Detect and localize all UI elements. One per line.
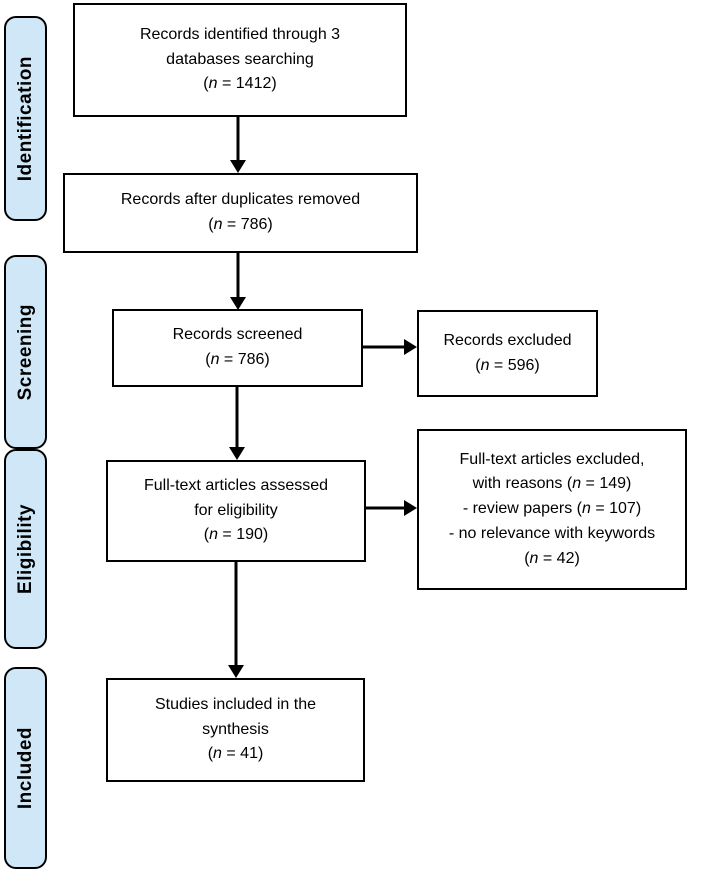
box-text-line: (n = 1412) (203, 75, 277, 93)
arrow-head-down-icon (230, 297, 246, 310)
box-text-line: Studies included in the (155, 695, 316, 713)
box-text-line: (n = 41) (207, 745, 264, 763)
box-studies-included: Studies included in the synthesis (n = 41) (106, 678, 365, 782)
box-text-line: (n = 786) (205, 351, 270, 368)
stage-band-eligibility: Eligibility (4, 449, 47, 649)
stage-label-included: Included (14, 726, 36, 810)
box-text-line: Records screened (172, 326, 303, 344)
arrow-shaft (236, 253, 240, 298)
box-text-line: (n = 786) (208, 216, 273, 233)
arrow-down-screened-to-fulltext (229, 387, 245, 460)
box-records-screened: Records screened (n = 786) (112, 309, 363, 387)
box-text-line: Records identified through 3 (139, 25, 341, 43)
arrow-shaft (366, 506, 405, 510)
stage-label-screening: Screening (14, 303, 36, 401)
arrow-shaft (236, 117, 240, 161)
box-text-line: synthesis (202, 720, 269, 738)
stage-band-identification: Identification (4, 16, 47, 221)
arrow-shaft (363, 345, 405, 349)
arrow-down-deduplicated-to-screened (230, 253, 246, 310)
arrow-right-screened-to-excluded (363, 339, 417, 355)
box-text-line: Full-text articles assessed (143, 476, 329, 494)
box-records-excluded: Records excluded (n = 596) (417, 310, 598, 397)
arrow-head-right-icon (404, 339, 417, 355)
arrow-down-fulltext-to-included (228, 562, 244, 678)
box-text-line: databases searching (166, 50, 314, 68)
box-text-line: Records after duplicates removed (120, 191, 361, 209)
stage-band-included: Included (4, 667, 47, 869)
box-fulltext-assessed: Full-text articles assessed for eligibili… (106, 460, 366, 562)
box-text-line: with reasons (n = 149) (472, 475, 632, 493)
box-records-after-duplicates-removed: Records after duplicates removed (n = 786… (63, 173, 418, 253)
stage-band-screening: Screening (4, 255, 47, 449)
arrow-head-down-icon (230, 160, 246, 173)
box-text-line: Records excluded (443, 331, 572, 349)
arrow-head-down-icon (228, 665, 244, 678)
box-text-line: Full-text articles excluded, (459, 450, 645, 468)
arrow-right-fulltext-to-fulltext-excluded (366, 500, 417, 516)
box-text-line: - review papers (n = 107) (462, 500, 642, 518)
box-text-line: - no relevance with keywords (448, 524, 656, 542)
stage-label-eligibility: Eligibility (14, 504, 36, 594)
arrow-head-right-icon (404, 500, 417, 516)
arrow-shaft (234, 562, 238, 666)
box-fulltext-excluded: Full-text articles excluded, with reasons… (417, 429, 687, 590)
box-text-line: (n = 42) (524, 549, 580, 567)
arrow-shaft (235, 387, 239, 448)
arrow-down-identified-to-deduplicated (230, 117, 246, 173)
box-records-identified: Records identified through 3 databases se… (73, 3, 407, 117)
box-text-line: (n = 190) (203, 526, 269, 544)
box-text-line: for eligibility (194, 501, 278, 519)
stage-label-identification: Identification (14, 55, 36, 182)
arrow-head-down-icon (229, 447, 245, 460)
box-text-line: (n = 596) (475, 356, 540, 374)
